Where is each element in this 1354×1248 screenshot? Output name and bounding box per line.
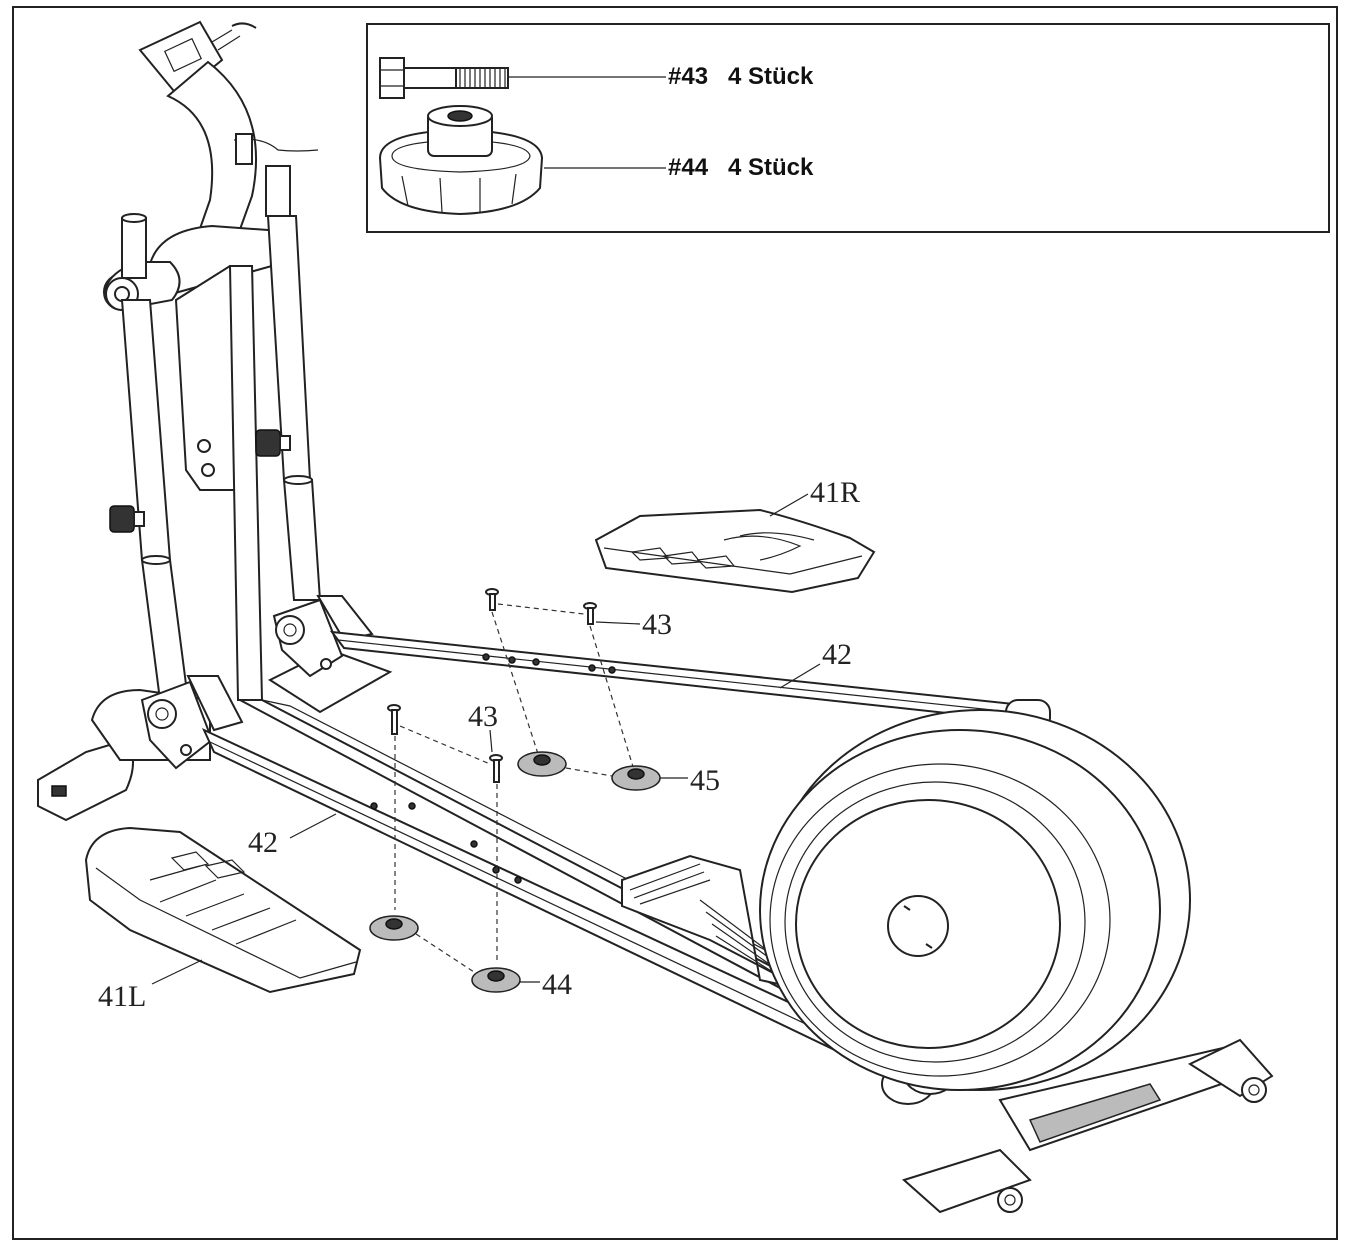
inset-part-44-qty: 4 Stück <box>728 154 814 181</box>
inset-part-44-number: #44 <box>668 154 709 181</box>
bolt-icon <box>485 588 499 611</box>
guide-line <box>589 625 635 771</box>
rear-stabilizer <box>902 1038 1274 1214</box>
leader-line <box>289 813 337 839</box>
leader-line <box>779 663 821 689</box>
callout-41l: 41L <box>98 980 146 1013</box>
bolt-icon <box>583 602 597 625</box>
leader-line <box>595 621 641 625</box>
leader-line <box>769 493 809 517</box>
knob-nut-icon <box>471 967 521 993</box>
left-pivot-bracket <box>140 675 244 770</box>
callout-43-right: 43 <box>642 608 672 641</box>
adjust-knob-icon <box>109 505 145 533</box>
right-pivot-bracket <box>272 595 374 678</box>
inset-part-43-qty: 4 Stück <box>728 63 814 90</box>
leader-line <box>151 959 203 985</box>
callout-41r: 41R <box>810 476 860 509</box>
leader-line <box>489 729 493 753</box>
foot-pedal-left <box>84 826 362 994</box>
guide-line <box>497 603 585 615</box>
callout-45: 45 <box>690 764 720 797</box>
adjust-knob-icon <box>255 429 291 457</box>
knob-nut-icon <box>369 915 419 941</box>
inset-part-43-number: #43 <box>668 63 708 90</box>
bolt-icon <box>387 704 401 735</box>
bolt-icon <box>379 57 509 99</box>
flywheel-cover <box>759 709 1191 1091</box>
front-upright <box>174 265 264 701</box>
guide-line <box>565 767 613 777</box>
right-handle-post <box>265 165 322 601</box>
bolt-icon <box>489 754 503 783</box>
guide-line <box>491 611 541 761</box>
knob-nut-icon <box>378 105 544 216</box>
guide-line <box>415 933 475 973</box>
knob-nut-icon <box>517 751 567 777</box>
callout-42-left: 42 <box>248 826 278 859</box>
console-mast <box>138 20 319 248</box>
foot-pedal-right <box>594 508 876 594</box>
callout-44: 44 <box>542 968 572 1001</box>
elliptical-trainer <box>37 20 1274 1214</box>
callout-42-right: 42 <box>822 638 852 671</box>
left-handle-post <box>120 213 190 701</box>
guide-line <box>399 725 491 765</box>
callout-43-left: 43 <box>468 700 498 733</box>
knob-nut-icon <box>611 765 661 791</box>
parts-inset: #43 4 Stück #44 4 Stück <box>366 23 1330 233</box>
